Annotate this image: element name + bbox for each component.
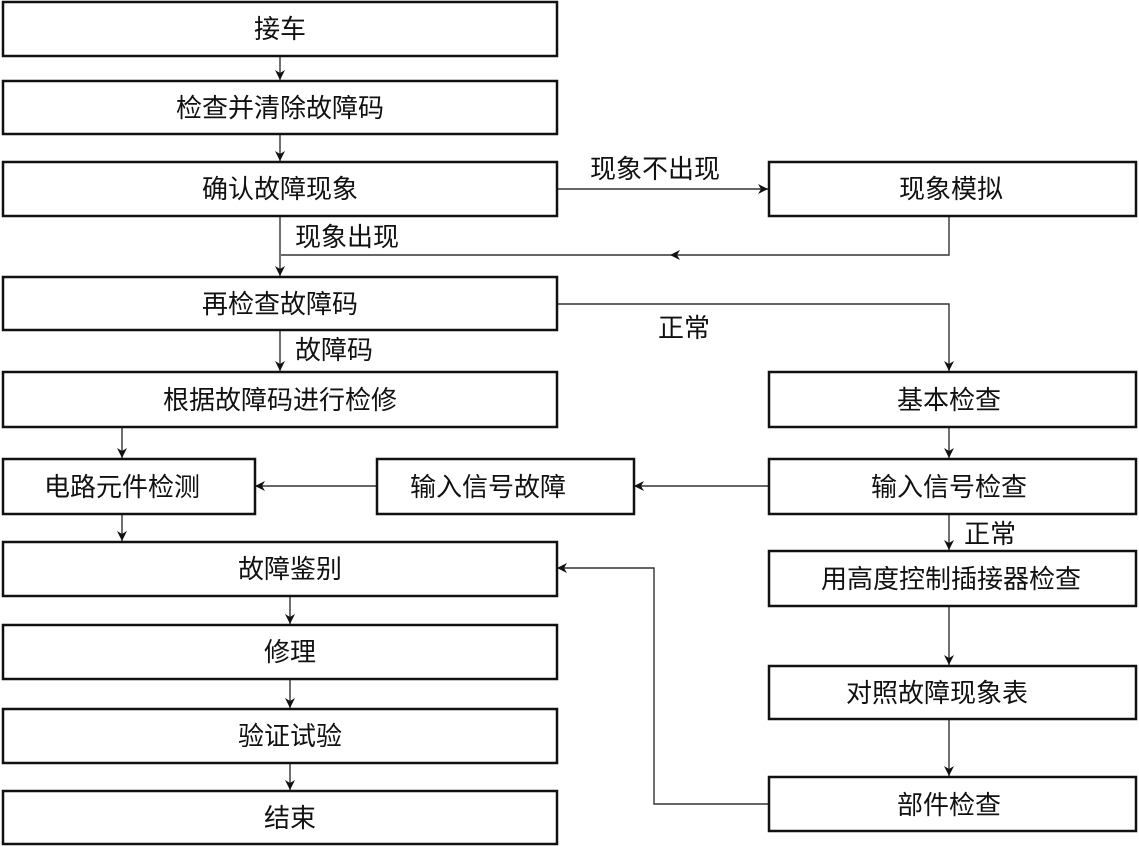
node-recheck-codes: 再检查故障码 (1, 275, 559, 332)
svg-text:结束: 结束 (264, 804, 316, 834)
node-check-clear-codes: 检查并清除故障码 (1, 79, 559, 136)
node-repair-by-codes: 根据故障码进行检修 (1, 370, 559, 429)
svg-text:输入信号检查: 输入信号检查 (871, 473, 1027, 503)
connectors (117, 56, 954, 805)
node-simulate-symptom: 现象模拟 (767, 160, 1138, 218)
node-input-signal-fault: 输入信号故障 (375, 457, 636, 516)
svg-text:确认故障现象: 确认故障现象 (202, 175, 358, 205)
node-repair: 修理 (1, 623, 559, 681)
label-normal-2: 正常 (964, 520, 1016, 550)
svg-text:修理: 修理 (264, 638, 316, 668)
label-symptom-absent: 现象不出现 (590, 155, 720, 185)
svg-text:接车: 接车 (254, 15, 306, 45)
edge-simulate-to-recheck (670, 216, 950, 260)
svg-text:部件检查: 部件检查 (897, 791, 1001, 821)
node-circuit-component-test: 电路元件检测 (1, 457, 257, 516)
svg-text:验证试验: 验证试验 (238, 722, 342, 752)
edge-labels: 现象不出现 现象出现 正常 故障码 正常 (295, 155, 1016, 550)
svg-text:再检查故障码: 再检查故障码 (202, 290, 358, 320)
label-symptom-present: 现象出现 (295, 223, 399, 253)
node-confirm-symptom: 确认故障现象 (1, 160, 559, 218)
label-normal-1: 正常 (658, 314, 710, 344)
node-height-connector-check: 用高度控制插接器检查 (767, 549, 1138, 608)
svg-text:电路元件检测: 电路元件检测 (44, 473, 200, 503)
node-part-check: 部件检查 (767, 775, 1138, 833)
svg-text:现象模拟: 现象模拟 (899, 175, 1003, 205)
svg-text:故障鉴别: 故障鉴别 (238, 555, 342, 585)
svg-text:基本检查: 基本检查 (897, 386, 1001, 416)
node-input-signal-check: 输入信号检查 (767, 457, 1138, 516)
edge-recheck-to-basic (557, 303, 954, 371)
node-compare-symptom-table: 对照故障现象表 (767, 664, 1138, 721)
edge-part-to-identify (557, 563, 768, 805)
svg-text:对照故障现象表: 对照故障现象表 (846, 679, 1028, 709)
label-fault-code: 故障码 (295, 336, 373, 366)
svg-text:输入信号故障: 输入信号故障 (410, 473, 566, 503)
svg-text:检查并清除故障码: 检查并清除故障码 (176, 94, 384, 124)
node-verification-test: 验证试验 (1, 707, 559, 765)
svg-text:根据故障码进行检修: 根据故障码进行检修 (163, 386, 397, 416)
node-end: 结束 (1, 789, 559, 846)
svg-text:用高度控制插接器检查: 用高度控制插接器检查 (821, 565, 1081, 595)
node-fault-identification: 故障鉴别 (1, 540, 559, 598)
node-basic-check: 基本检查 (767, 370, 1138, 429)
node-receive-car: 接车 (1, 0, 559, 58)
